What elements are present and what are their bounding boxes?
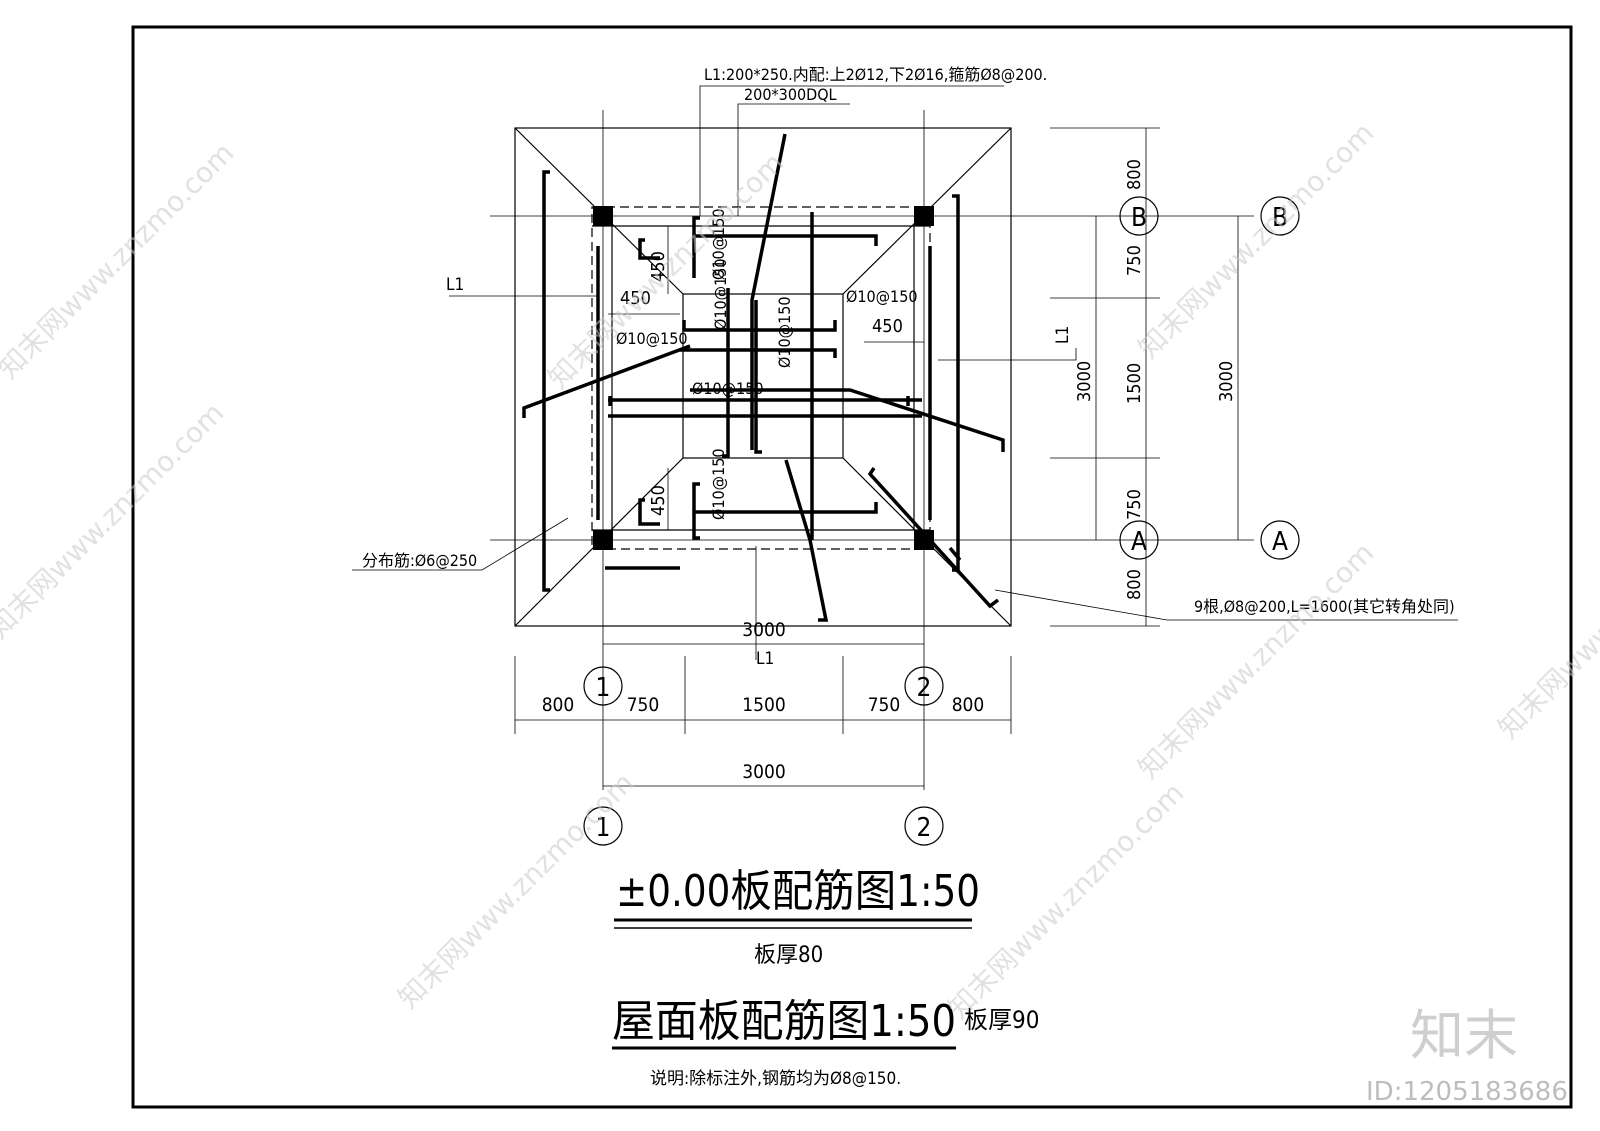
bottom-dimension-texts: 3000 800 750 1500 750 800 3000 [542,619,985,783]
bar-center-v1: Ø10@150 [711,258,730,330]
watermark-7: 知末网www.znzmo.com [1132,536,1381,785]
right-dimension-texts: 800 750 1500 750 800 3000 3000 [1074,159,1237,600]
annotation-labels: L1:200*250.内配:上2Ø12,下2Ø16,箍筋Ø8@200. 200*… [362,65,1455,669]
slab-plan [490,110,1254,790]
dim-b-800-right: 800 [952,694,985,716]
bar-right-h: Ø10@150 [846,287,918,306]
axis-2-outer: 2 [917,813,932,843]
watermark-8: 知末网www.znzmo.com [1492,496,1600,745]
bar-bottom-v: Ø10@150 [709,448,728,520]
beam-note: L1:200*250.内配:上2Ø12,下2Ø16,箍筋Ø8@200. [704,65,1047,84]
thickness-80: 板厚80 [754,943,823,968]
title-block: ±0.00板配筋图1:50 板厚80 屋面板配筋图1:50 板厚90 说明:除标… [612,866,1039,1089]
dim-r-800-bot: 800 [1124,569,1145,600]
brand-logo: 知末 [1410,1004,1518,1067]
bar-top-v: Ø10@150 [709,208,728,280]
drawing-frame [131,25,1573,1109]
dql-note: 200*300DQL [744,85,837,104]
bottom-dimensions [514,643,1012,787]
dim-b-750-right: 750 [868,694,901,716]
dim-b-800-left: 800 [542,694,575,716]
roof-title: 屋面板配筋图1:50 [612,996,956,1047]
dim-450-c: 450 [648,251,669,282]
main-title: ±0.00板配筋图1:50 [616,866,980,917]
watermark-2: 知末网www.znzmo.com [0,396,230,645]
right-dimensions [1050,127,1239,627]
axis-bubbles [583,196,1300,846]
axis-labels: B B A A 1 2 1 2 [596,203,1288,843]
watermark-5: 知末网www.znzmo.com [392,766,641,1015]
dim-r-800-top: 800 [1124,159,1145,190]
dim-b-3000-outer: 3000 [742,761,786,783]
dim-r-3000-outer: 3000 [1216,361,1237,402]
watermark-4: 知末网www.znzmo.com [1132,116,1381,365]
axis-a-inner: A [1131,527,1147,557]
rebar-lines [522,133,1005,622]
l1-bottom: L1 [756,649,774,669]
axis-b-inner: B [1131,203,1147,233]
dim-450-b: 450 [872,316,903,337]
general-note: 说明:除标注外,钢筋均为Ø8@150. [650,1069,901,1089]
bar-left-h: Ø10@150 [616,329,688,348]
dim-r-1500: 1500 [1124,363,1145,404]
axis-b-outer: B [1272,203,1288,233]
dist-bar-note: 分布筋:Ø6@250 [362,551,477,570]
axis-2-inner: 2 [917,673,932,703]
l1-left: L1 [446,275,464,295]
bar-center-v2: Ø10@150 [775,296,794,368]
axis-a-outer: A [1272,527,1288,557]
thickness-90: 板厚90 [964,1006,1039,1034]
dim-b-750-left: 750 [627,694,660,716]
dim-450-d: 450 [648,485,669,516]
dim-b-1500: 1500 [742,694,786,716]
watermark-1: 知末网www.znzmo.com [0,136,240,385]
corner-note: 9根,Ø8@200,L=1600(其它转角处同) [1194,597,1455,616]
bar-mid-h: Ø10@150 [692,379,764,398]
dim-r-750-top: 750 [1124,245,1145,276]
branding: 知末 ID:1205183686 [1366,1004,1568,1107]
dim-450-a: 450 [620,288,651,309]
l1-right: L1 [1053,326,1073,344]
axis-1-inner: 1 [596,673,611,703]
dim-r-750-bot: 750 [1124,489,1145,520]
dim-r-3000-inner: 3000 [1074,361,1095,402]
leader-lines [352,85,1458,660]
dim-b-3000-top: 3000 [742,619,786,641]
axis-1-outer: 1 [596,813,611,843]
brand-id: ID:1205183686 [1366,1077,1568,1107]
